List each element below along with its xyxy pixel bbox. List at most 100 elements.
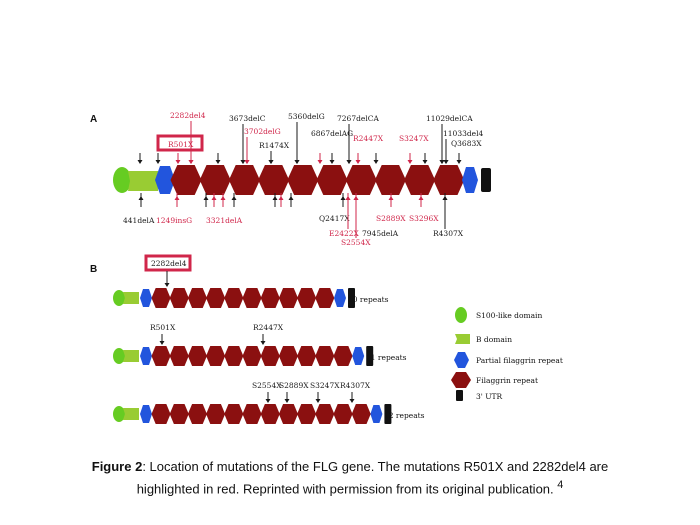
arrow-head xyxy=(268,160,274,164)
mut-r4307x: R4307X xyxy=(433,229,464,238)
arrow-head xyxy=(456,160,462,164)
filaggrin-repeat xyxy=(187,346,207,366)
filaggrin-repeat xyxy=(151,346,171,366)
s100-domain xyxy=(113,290,125,306)
arrow-head xyxy=(315,399,321,403)
r501x-highlight-box xyxy=(156,134,204,152)
filaggrin-repeat xyxy=(315,404,335,424)
filaggrin-repeat xyxy=(242,346,262,366)
arrow-head xyxy=(422,160,428,164)
s100-domain xyxy=(113,348,125,364)
arrow-head xyxy=(272,196,278,200)
arrow-head xyxy=(288,196,294,200)
caption-reference: 4 xyxy=(557,479,564,491)
mut-7267delca: 7267delCA xyxy=(337,114,379,123)
mut-r2447x: R2447X xyxy=(353,134,384,143)
gene-row xyxy=(113,404,392,424)
gene-row xyxy=(113,288,355,308)
legend-repeat-icon xyxy=(451,372,471,388)
partial-repeat-end xyxy=(352,347,365,365)
filaggrin-repeat xyxy=(315,346,335,366)
filaggrin-repeat xyxy=(242,288,262,308)
filaggrin-repeat xyxy=(297,346,317,366)
filaggrin-repeat xyxy=(187,288,207,308)
filaggrin-repeat xyxy=(169,288,189,308)
filaggrin-repeat xyxy=(278,346,298,366)
arrow-head xyxy=(340,196,346,200)
partial-repeat xyxy=(140,405,152,423)
panel-b-letter: B xyxy=(90,264,97,275)
filaggrin-repeat xyxy=(297,288,317,308)
filaggrin-repeat xyxy=(206,404,226,424)
arrow-head xyxy=(355,160,361,164)
legend: S100-like domain B domain Partial filagg… xyxy=(451,307,563,401)
arrow-head xyxy=(211,196,217,200)
filaggrin-repeat xyxy=(228,165,260,195)
arrow-head xyxy=(294,160,300,164)
mut-b-s2889x: S2889X xyxy=(279,381,309,390)
b-domain xyxy=(123,292,139,304)
filaggrin-repeat xyxy=(224,404,244,424)
mut-s2889x: S2889X xyxy=(376,214,406,223)
mut-q3683x: Q3683X xyxy=(451,139,482,148)
partial-repeat-end xyxy=(370,405,383,423)
filaggrin-repeat xyxy=(224,288,244,308)
legend-utr-label: 3' UTR xyxy=(476,392,503,401)
filaggrin-repeat xyxy=(151,288,171,308)
filaggrin-repeat xyxy=(242,404,262,424)
mut-s3247x: S3247X xyxy=(399,134,429,143)
utr-block xyxy=(481,168,491,192)
legend-s100-label: S100-like domain xyxy=(476,311,542,320)
mut-s2554x: S2554X xyxy=(341,238,371,247)
filaggrin-repeat xyxy=(224,346,244,366)
filaggrin-repeat xyxy=(351,404,371,424)
partial-repeat xyxy=(140,347,152,365)
arrow-head xyxy=(164,283,170,287)
arrow-head xyxy=(203,196,209,200)
s100-domain xyxy=(113,406,125,422)
arrow-head xyxy=(346,160,352,164)
arrow-head xyxy=(138,196,144,200)
filaggrin-repeat xyxy=(258,165,290,195)
mut-3702delg: 3702delG xyxy=(244,127,281,136)
partial-repeat-end xyxy=(334,289,346,307)
mut-r1474x: R1474X xyxy=(259,141,290,150)
mut-11029delca: 11029delCA xyxy=(426,114,473,123)
mut-b-r4307x: R4307X xyxy=(340,381,371,390)
utr-block xyxy=(384,404,392,424)
repeats-11-label: 11 repeats xyxy=(366,353,407,362)
legend-repeat-label: Filaggrin repeat xyxy=(476,376,538,385)
mut-5360delg: 5360delG xyxy=(288,112,325,121)
legend-utr-icon xyxy=(456,390,463,401)
s100-domain xyxy=(113,167,131,193)
filaggrin-repeat xyxy=(187,404,207,424)
legend-partial-repeat-icon xyxy=(454,352,469,368)
arrow-head xyxy=(439,160,445,164)
b-domain xyxy=(123,350,139,362)
filaggrin-repeat xyxy=(345,165,377,195)
utr-block xyxy=(348,288,355,308)
arrow-head xyxy=(353,196,359,200)
arrow-head xyxy=(373,160,379,164)
mut-b-2282del4: 2282del4 xyxy=(151,259,187,268)
2282del4-highlight-box xyxy=(144,254,192,272)
arrow-head xyxy=(240,160,246,164)
partial-repeat xyxy=(140,289,152,307)
arrow-head xyxy=(137,160,143,164)
filaggrin-repeat xyxy=(169,404,189,424)
filaggrin-repeat xyxy=(404,165,436,195)
arrow-head xyxy=(388,196,394,200)
legend-b-domain-label: B domain xyxy=(476,335,512,344)
legend-partial-repeat-label: Partial filaggrin repeat xyxy=(476,356,563,365)
caption-figure-number: Figure 2 xyxy=(91,459,143,474)
mut-1249insg: 1249insG xyxy=(156,216,192,225)
mut-r501x: R501X xyxy=(168,140,194,149)
caption-text: : Location of mutations of the FLG gene.… xyxy=(136,459,609,497)
arrow-head xyxy=(349,399,355,403)
arrow-head xyxy=(317,160,323,164)
filaggrin-repeat xyxy=(206,346,226,366)
panel-a-arrows xyxy=(137,121,462,238)
mut-6867delag: 6867delAG xyxy=(311,129,353,138)
arrow-head xyxy=(442,196,448,200)
mut-e2422x: E2422X xyxy=(329,229,360,238)
